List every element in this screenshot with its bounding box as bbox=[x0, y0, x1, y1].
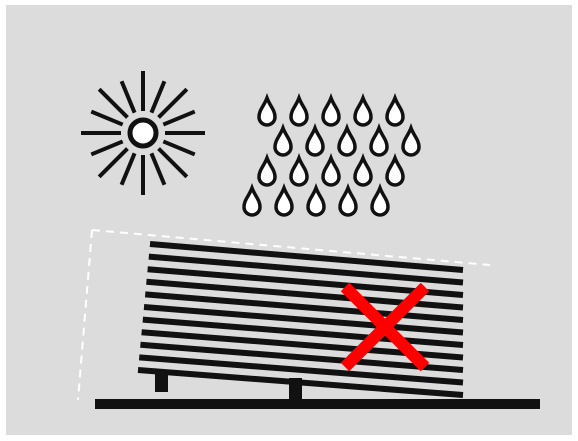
rain-drop bbox=[259, 158, 275, 185]
rain-drop bbox=[291, 158, 307, 185]
sun-ray bbox=[151, 153, 164, 184]
sun-icon bbox=[81, 71, 205, 195]
sun-ray bbox=[99, 149, 127, 177]
rain-drop bbox=[308, 188, 324, 215]
rain-drop bbox=[340, 188, 356, 215]
rain-drop bbox=[307, 128, 323, 155]
rain-drop bbox=[372, 188, 388, 215]
rain-drop bbox=[339, 128, 355, 155]
sun-ray bbox=[122, 81, 135, 112]
rain-drop bbox=[323, 158, 339, 185]
solar-panel-icon bbox=[95, 244, 540, 409]
panel-leg-left bbox=[155, 372, 168, 392]
sun-ray bbox=[163, 112, 194, 125]
rain-drop bbox=[403, 128, 419, 155]
sun-ray bbox=[159, 89, 187, 117]
sun-ray bbox=[159, 149, 187, 177]
rain-drop bbox=[275, 128, 291, 155]
rain-drop bbox=[387, 98, 403, 125]
rain-drop bbox=[371, 128, 387, 155]
rain-drop bbox=[244, 188, 260, 215]
rain-drop bbox=[259, 98, 275, 125]
rain-drop bbox=[355, 158, 371, 185]
rain-drop bbox=[276, 188, 292, 215]
sun-ray bbox=[151, 81, 164, 112]
sun-ray bbox=[99, 89, 127, 117]
panel-slat bbox=[143, 320, 463, 345]
sun-ray bbox=[163, 141, 194, 154]
panel-slat bbox=[144, 307, 463, 333]
rain-drops-icon bbox=[244, 98, 419, 215]
sun-ray bbox=[122, 153, 135, 184]
ground-bar bbox=[95, 399, 540, 409]
rain-drop bbox=[323, 98, 339, 125]
sun-ray bbox=[91, 141, 122, 154]
rain-drop bbox=[387, 158, 403, 185]
sun-ray bbox=[91, 112, 122, 125]
rain-drop bbox=[291, 98, 307, 125]
panel-slat bbox=[149, 257, 463, 283]
rain-drop bbox=[355, 98, 371, 125]
